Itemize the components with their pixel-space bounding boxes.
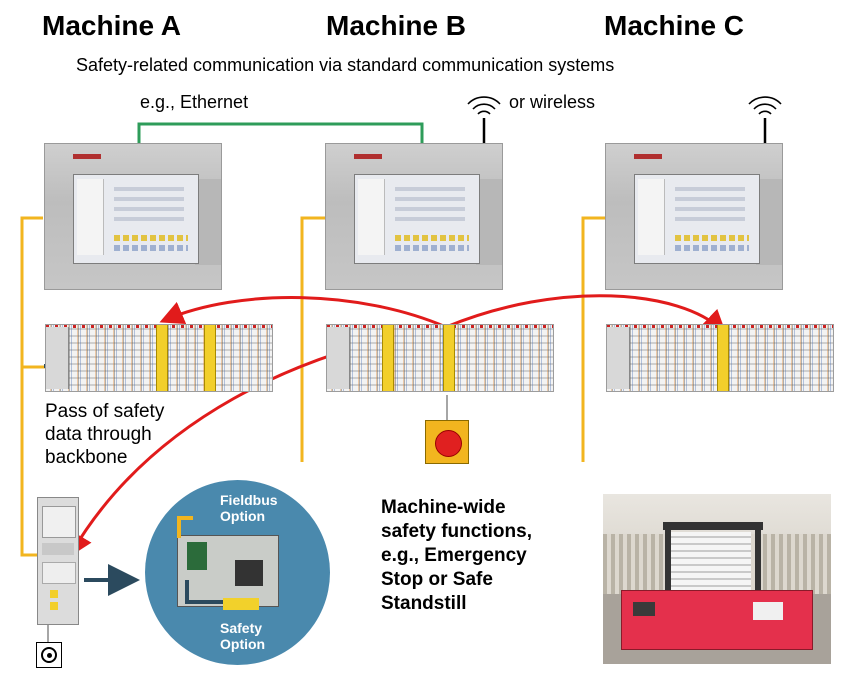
panel-pc-b [325, 143, 503, 290]
backbone-label: Pass of safety data through backbone [45, 401, 165, 468]
safety-arrow-b-to-c [445, 294, 727, 335]
safety-arrow-b-to-a [159, 296, 447, 329]
io-terminal-b [326, 324, 554, 392]
panel-pc-c [605, 143, 783, 290]
ethernet-label: e.g., Ethernet [140, 92, 249, 112]
machine-c-title: Machine C [604, 10, 745, 41]
machine-b-title: Machine B [326, 10, 467, 41]
fieldbus-wire-c [581, 216, 605, 462]
functions-label: Machine-wide safety functions, e.g., Eme… [381, 497, 532, 614]
fieldbus-wire-b [300, 216, 325, 462]
wireless-label: or wireless [509, 92, 596, 112]
machine-a-title: Machine A [42, 10, 181, 41]
io-terminal-a [45, 324, 273, 392]
key-switch-icon [36, 642, 62, 668]
fieldbus-wire-a [20, 216, 45, 557]
agv-photo [603, 494, 831, 664]
ethernet-cable [137, 122, 424, 143]
subtitle: Safety-related communication via standar… [76, 55, 615, 75]
emergency-stop-icon [425, 420, 469, 464]
safety-drive-module [37, 497, 79, 625]
panel-pc-a [44, 143, 222, 290]
io-terminal-c [606, 324, 834, 392]
